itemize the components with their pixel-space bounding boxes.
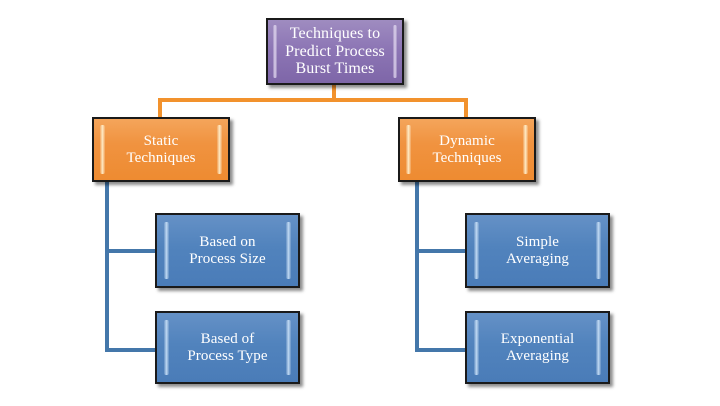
node-simple-averaging[interactable]: Simple Averaging <box>465 213 610 288</box>
connector-static-to-leaf-2 <box>105 348 157 352</box>
node-leaf-line-2: Process Type <box>187 347 268 364</box>
node-static-label: Static Techniques <box>122 133 199 167</box>
connector-to-static <box>158 98 162 119</box>
node-root-line-3: Burst Times <box>295 60 375 78</box>
node-leaf-line-1: Simple <box>515 233 560 250</box>
node-based-of-process-type[interactable]: Based of Process Type <box>155 311 300 384</box>
node-root-line-2: Predict Process <box>285 42 385 60</box>
connector-static-to-leaf-1 <box>105 249 157 253</box>
node-simple-averaging-label: Simple Averaging <box>502 234 573 268</box>
node-static-techniques[interactable]: Static Techniques <box>92 117 230 182</box>
node-static-line-1: Static <box>143 132 179 149</box>
node-leaf-line-2: Averaging <box>505 250 570 267</box>
connector-static-trunk <box>105 182 109 352</box>
node-based-on-process-size[interactable]: Based on Process Size <box>155 213 300 288</box>
node-based-of-process-type-label: Based of Process Type <box>183 331 271 365</box>
connector-to-dynamic <box>464 98 468 119</box>
node-root-line-1: Techniques to <box>289 24 381 42</box>
connector-dynamic-to-leaf-1 <box>415 249 467 253</box>
connector-root-stem <box>332 85 336 101</box>
connector-root-horizontal <box>158 98 468 102</box>
node-dynamic-techniques[interactable]: Dynamic Techniques <box>398 117 536 182</box>
node-leaf-line-1: Exponential <box>500 330 575 347</box>
node-exponential-averaging[interactable]: Exponential Averaging <box>465 311 610 384</box>
node-dynamic-line-2: Techniques <box>432 149 502 166</box>
node-exponential-averaging-label: Exponential Averaging <box>497 331 579 365</box>
connector-dynamic-to-leaf-2 <box>415 348 467 352</box>
node-based-on-process-size-label: Based on Process Size <box>185 234 270 268</box>
node-leaf-line-2: Averaging <box>505 347 570 364</box>
node-static-line-2: Techniques <box>126 149 196 166</box>
node-leaf-line-1: Based of <box>200 330 255 347</box>
node-dynamic-line-1: Dynamic <box>439 132 495 149</box>
node-root-label: Techniques to Predict Process Burst Time… <box>281 25 389 79</box>
node-leaf-line-1: Based on <box>199 233 256 250</box>
node-dynamic-label: Dynamic Techniques <box>428 133 505 167</box>
node-leaf-line-2: Process Size <box>189 250 266 267</box>
connector-dynamic-trunk <box>415 182 419 352</box>
node-root-techniques[interactable]: Techniques to Predict Process Burst Time… <box>266 18 404 85</box>
